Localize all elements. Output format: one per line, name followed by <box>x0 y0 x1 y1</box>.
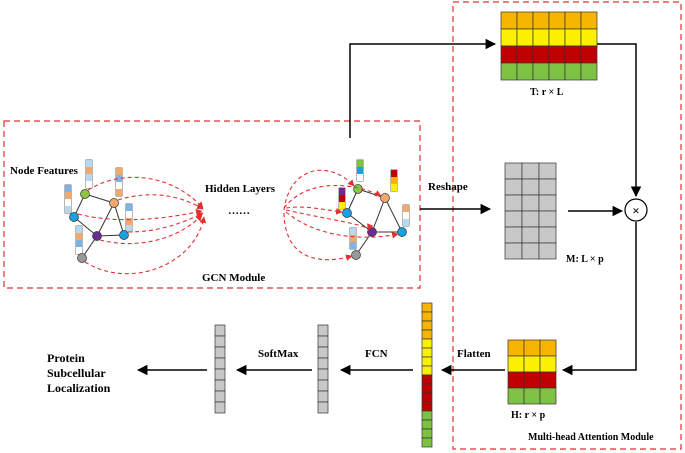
flattened-vector <box>421 302 433 448</box>
graph-node <box>342 208 352 218</box>
hidden-feature-column-2 <box>356 159 364 182</box>
hidden-graph <box>338 159 410 260</box>
graph-node <box>77 253 87 263</box>
graph-node <box>80 189 90 199</box>
message-passing-arrows-left <box>77 176 207 275</box>
feature-column-2 <box>85 159 93 189</box>
graph-node <box>367 227 377 237</box>
hidden-feature-column-4 <box>349 227 357 250</box>
softmax-label: SoftMax <box>258 348 299 360</box>
gcn-module-box <box>3 120 421 289</box>
graph-node <box>92 231 102 241</box>
fcn-label: FCN <box>365 348 388 360</box>
t-matrix-label: T: r × L <box>530 87 564 98</box>
flatten-label: Flatten <box>457 348 491 360</box>
m-matrix <box>504 162 557 260</box>
h-matrix-label: H: r × p <box>511 410 546 421</box>
arrow-gcn-to-t <box>349 38 497 138</box>
attention-module-label: Multi-head Attention Module <box>528 432 654 443</box>
hidden-layers-label: Hidden Layers <box>205 183 276 195</box>
graph-node <box>109 198 119 208</box>
m-matrix-label: M: L × p <box>566 254 604 265</box>
output-label-line1: Protein <box>47 351 85 365</box>
feature-column-3 <box>115 167 123 197</box>
graph-node <box>69 212 79 222</box>
output-label-line3: Localization <box>47 381 111 395</box>
arrow-multiply-to-h <box>561 222 637 376</box>
input-graph <box>64 159 133 263</box>
feature-column-4 <box>75 225 83 255</box>
output-label-line2: Subcellular <box>47 366 106 380</box>
graph-node <box>397 227 407 237</box>
message-passing-arrows-right <box>283 169 399 261</box>
gcn-module-label: GCN Module <box>202 272 265 284</box>
hidden-feature-column-3 <box>390 169 398 192</box>
attention-module-box <box>452 1 682 450</box>
multiply-operator <box>624 198 648 222</box>
hidden-feature-column-5 <box>402 204 410 227</box>
node-features-label: Node Features <box>10 165 79 177</box>
multiply-symbol: × <box>632 203 639 218</box>
graph-node <box>351 250 361 260</box>
t-matrix <box>500 11 598 81</box>
feature-column-1 <box>64 184 72 214</box>
h-matrix <box>507 339 557 405</box>
hidden-feature-column-1 <box>338 187 346 210</box>
feature-column-5 <box>125 203 133 233</box>
graph-node <box>380 193 390 203</box>
fcn-output-vector <box>317 324 329 414</box>
reshape-label: Reshape <box>428 181 468 193</box>
graph-node <box>119 230 129 240</box>
arrow-t-to-multiply <box>597 43 642 198</box>
softmax-output-vector <box>214 324 226 414</box>
ellipsis-label: …… <box>228 205 250 217</box>
